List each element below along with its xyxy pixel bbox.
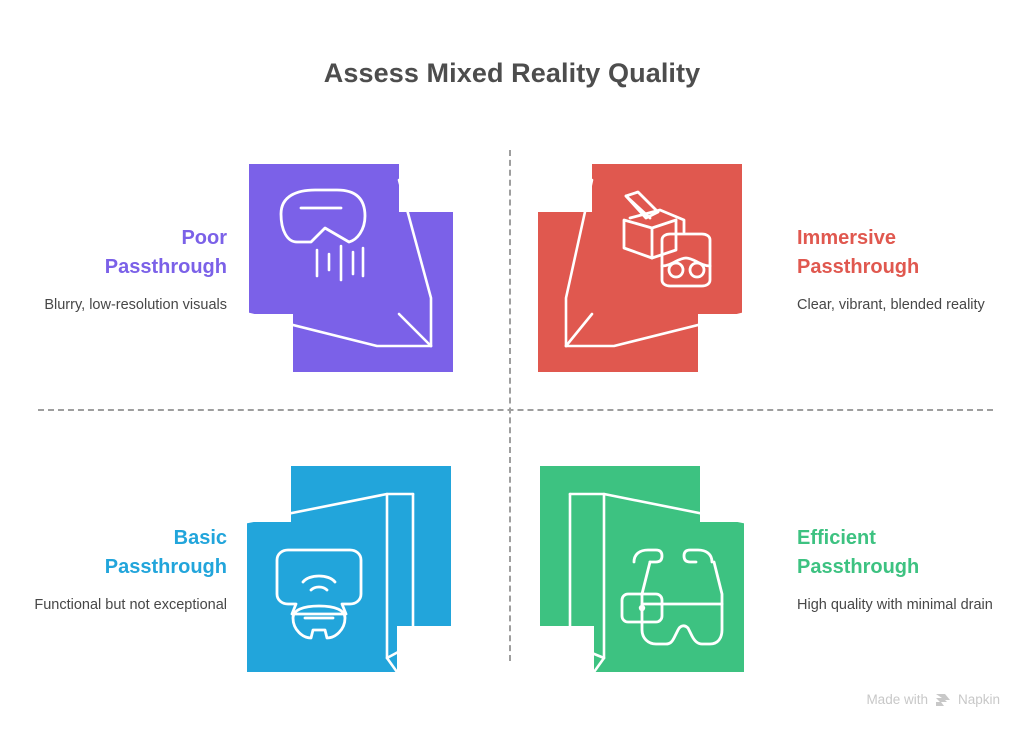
watermark-brand: Napkin: [957, 692, 1000, 707]
quadrant-heading: Immersive Passthrough: [797, 224, 1012, 282]
quadrant-illustration: [522, 158, 797, 383]
quadrant-illustration: [227, 158, 502, 383]
quadrant-efficient-passthrough: Efficient Passthrough High quality with …: [522, 440, 1012, 700]
cube-and-goggles-icon: [538, 163, 744, 372]
quadrant-text-block: Efficient Passthrough High quality with …: [797, 524, 1012, 616]
quadrant-heading-line1: Immersive: [797, 226, 896, 249]
quadrant-description: High quality with minimal drain: [797, 596, 993, 613]
watermark-prefix: Made with: [866, 692, 928, 707]
screen-signal-headset-icon: [245, 465, 451, 673]
quadrant-description: Functional but not exceptional: [34, 596, 227, 613]
quadrant-heading: Poor Passthrough: [12, 224, 227, 282]
quadrant-illustration: [522, 458, 797, 683]
quadrant-poor-passthrough: Poor Passthrough Blurry, low-resolution …: [12, 140, 502, 400]
quadrant-basic-passthrough: Basic Passthrough Functional but not exc…: [12, 440, 502, 700]
watermark: Made with Napkin: [866, 692, 1000, 707]
quadrant-description: Clear, vibrant, blended reality: [797, 296, 985, 313]
quadrant-text-block: Basic Passthrough Functional but not exc…: [12, 524, 227, 616]
quadrant-text-block: Immersive Passthrough Clear, vibrant, bl…: [797, 224, 1012, 316]
divider-vertical: [509, 150, 511, 661]
quadrant-heading-line2: Passthrough: [104, 255, 227, 278]
quadrant-heading-line1: Poor: [181, 226, 227, 249]
napkin-chevron-logo: [935, 693, 950, 706]
quadrant-heading-line2: Passthrough: [797, 555, 920, 578]
quadrant-text-block: Poor Passthrough Blurry, low-resolution …: [12, 224, 227, 316]
quadrant-heading: Efficient Passthrough: [797, 524, 1012, 582]
vr-headset-blurry-icon: [247, 163, 453, 372]
quadrant-immersive-passthrough: Immersive Passthrough Clear, vibrant, bl…: [522, 140, 1012, 400]
divider-horizontal: [38, 409, 993, 411]
quadrant-heading-line1: Efficient: [797, 526, 876, 549]
quadrant-description: Blurry, low-resolution visuals: [44, 296, 227, 313]
page-title: Assess Mixed Reality Quality: [323, 58, 701, 88]
quadrant-heading-line2: Passthrough: [104, 555, 227, 578]
quadrant-heading: Basic Passthrough: [12, 524, 227, 582]
ar-glasses-icon: [540, 465, 746, 673]
quadrant-heading-line1: Basic: [173, 526, 227, 549]
quadrant-heading-line2: Passthrough: [797, 255, 920, 278]
quadrant-illustration: [227, 458, 502, 683]
